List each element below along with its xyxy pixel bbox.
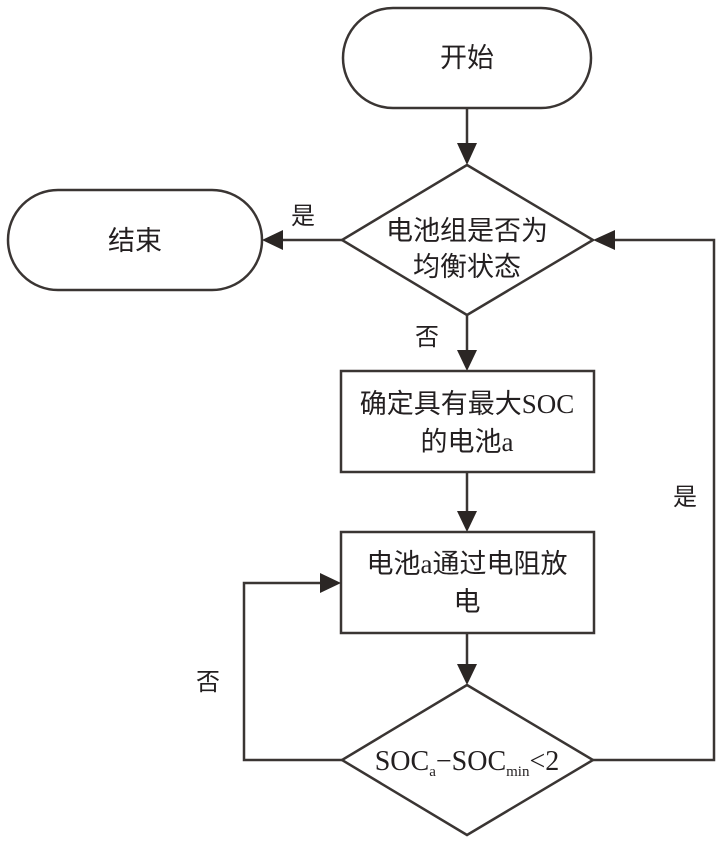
edge-check-to-end: 是 [262, 202, 342, 250]
arrowhead-icon [457, 143, 477, 165]
expr-sub-min: min [506, 764, 530, 780]
edge-label-no-loop: 否 [196, 668, 220, 696]
check-diff-node: SOCa−SOCmin<2 [339, 683, 596, 837]
edge-discharge-to-diff [457, 633, 477, 685]
expr-soc: SOC [375, 746, 429, 777]
edge-diff-no-loop: 否 [196, 573, 342, 762]
check-balance-line-2: 均衡状态 [413, 252, 521, 283]
check-diff-expression: SOCa−SOCmin<2 [375, 746, 560, 780]
connector-line [242, 581, 342, 762]
start-label: 开始 [440, 43, 494, 74]
expr-minus: − [436, 746, 452, 777]
check-balance-node: 电池组是否为 均衡状态 [339, 163, 596, 317]
find-max-line-2: 的电池a [421, 427, 514, 457]
find-max-node: 确定具有最大SOC 的电池a [339, 369, 596, 474]
discharge-line-2: 电 [454, 587, 481, 617]
expr-sub-a: a [429, 764, 436, 780]
arrowhead-icon [320, 573, 341, 593]
find-max-line-1: 确定具有最大SOC [360, 389, 575, 419]
connector-line [593, 238, 716, 762]
discharge-line-1: 电池a通过电阻放 [367, 549, 568, 579]
end-label: 结束 [108, 226, 162, 257]
decision-diamond-shape [339, 683, 596, 837]
edge-check-to-find: 否 [415, 315, 477, 371]
process-box-shape [339, 369, 596, 474]
arrowhead-icon [262, 230, 283, 250]
process-box-shape [339, 530, 596, 635]
arrowhead-icon [457, 664, 477, 685]
expr-cmp: <2 [529, 746, 559, 777]
edge-label-yes-loop: 是 [673, 483, 697, 511]
arrowhead-icon [457, 350, 477, 371]
edge-diff-yes-loop: 是 [593, 230, 716, 762]
discharge-node: 电池a通过电阻放 电 [339, 530, 596, 635]
arrowhead-icon [457, 511, 477, 532]
end-node: 结束 [6, 188, 264, 292]
edge-label-yes-end: 是 [291, 202, 315, 230]
edge-label-no-find: 否 [415, 323, 439, 351]
arrowhead-icon [593, 230, 615, 250]
expr-soc2: SOC [452, 746, 506, 777]
edge-start-to-check [457, 108, 477, 165]
check-balance-line-1: 电池组是否为 [386, 216, 548, 247]
edge-find-to-discharge [457, 472, 477, 532]
start-node: 开始 [341, 6, 593, 110]
